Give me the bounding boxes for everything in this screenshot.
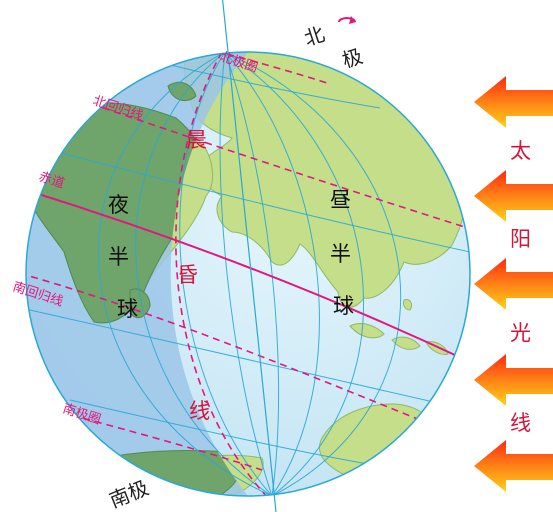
sunlight-arrow-icon bbox=[474, 354, 553, 406]
meridians bbox=[98, 52, 402, 496]
night-label-2: 半 bbox=[108, 245, 129, 269]
sunlight-label-4: 线 bbox=[510, 411, 531, 435]
day-label-3: 球 bbox=[333, 294, 354, 318]
sunlight-arrow-icon bbox=[474, 440, 553, 492]
north-pole-label-2: 极 bbox=[339, 44, 365, 73]
sunlight-arrow-icon bbox=[474, 258, 553, 310]
line-label: 线 bbox=[189, 399, 210, 423]
sunlight-label-2: 阳 bbox=[510, 227, 531, 251]
north-pole-label-1: 北 bbox=[301, 22, 327, 51]
day-label-2: 半 bbox=[330, 242, 351, 266]
sunlight-arrow-icon bbox=[474, 170, 553, 222]
equator-line bbox=[26, 189, 470, 363]
sunlight-label-3: 光 bbox=[510, 321, 531, 345]
tropic-of-capricorn-line bbox=[26, 269, 451, 433]
sunlight-label-1: 太 bbox=[510, 139, 531, 163]
dawn-label: 晨 bbox=[186, 128, 207, 152]
south-pole-label: 南极 bbox=[106, 475, 152, 512]
earth-axis bbox=[222, 0, 277, 512]
night-label-3: 球 bbox=[117, 297, 138, 321]
tropic-of-cancer-line bbox=[79, 99, 469, 229]
rotation-arrow-icon bbox=[338, 16, 356, 24]
sunlight-arrow-icon bbox=[474, 76, 553, 128]
globe-outline bbox=[25, 51, 471, 497]
antarctic-circle-line bbox=[59, 411, 263, 471]
sunlight-arrows bbox=[474, 76, 553, 492]
day-label-1: 昼 bbox=[330, 188, 351, 212]
terminator-line bbox=[175, 52, 269, 496]
night-label-1: 夜 bbox=[108, 193, 129, 217]
dusk-label: 昏 bbox=[177, 263, 198, 287]
